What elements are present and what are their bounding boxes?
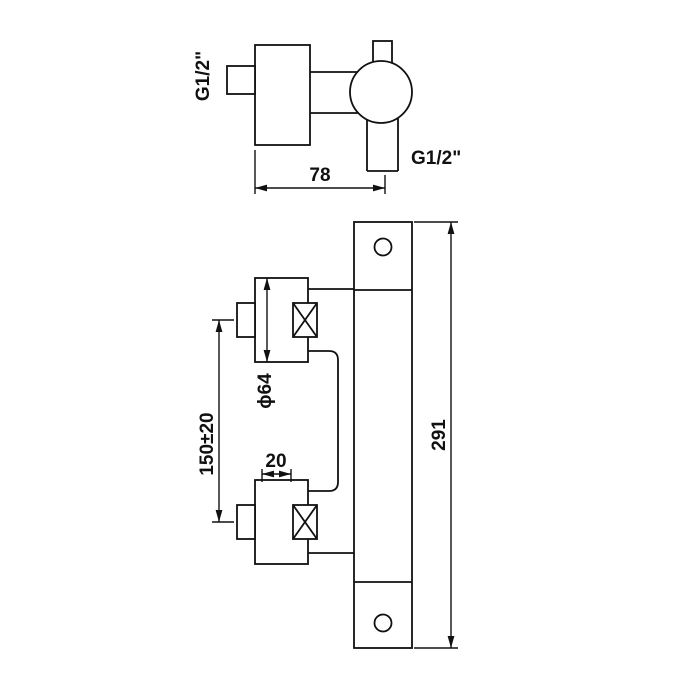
mount-hole-top [373, 237, 393, 257]
top-cartridge-diagonal-2 [292, 302, 318, 338]
side-view: G1/2" G1/2" 78 [193, 40, 461, 194]
dim-20-label: 20 [265, 451, 286, 472]
dim-291: 291 [414, 221, 458, 649]
handle-circle [349, 60, 413, 124]
side-body [254, 44, 311, 146]
dim-20: 20 [261, 451, 292, 482]
dim-64: ϕ64 [255, 278, 276, 409]
dim-291-label: 291 [429, 419, 450, 451]
front-view: 291 150±20 ϕ64 20 [197, 221, 458, 649]
body-connecting-outline [308, 350, 339, 492]
side-inlet-fitting [226, 65, 256, 95]
dim-78: 78 [254, 150, 386, 194]
dim-150: 150±20 [197, 319, 234, 523]
wall-column [353, 221, 413, 649]
bottom-valve-fitting [236, 504, 256, 540]
dim-150-label: 150±20 [197, 412, 218, 475]
top-valve-fitting [236, 302, 256, 338]
side-inlet-thread-label: G1/2" [193, 51, 214, 101]
side-outlet-thread-label: G1/2" [411, 148, 461, 169]
dim-78-label: 78 [309, 165, 330, 186]
bottom-cartridge-diagonal-2 [292, 504, 318, 540]
dim-64-label: ϕ64 [255, 373, 276, 409]
mount-hole-bottom [373, 613, 393, 633]
